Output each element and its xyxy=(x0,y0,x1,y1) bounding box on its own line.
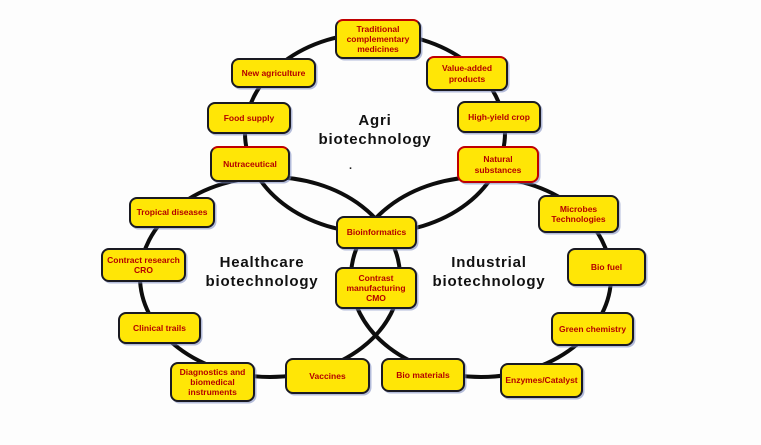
node-clinical-trails: Clinical trails xyxy=(118,312,201,344)
agri-label-period-dot: . xyxy=(349,160,353,172)
node-new-agriculture: New agriculture xyxy=(231,58,316,88)
node-green-chemistry: Green chemistry xyxy=(551,312,634,346)
node-tropical-diseases: Tropical diseases xyxy=(129,197,215,228)
healthcare-biotechnology-label: Healthcare biotechnology xyxy=(182,254,342,292)
node-bio-materials: Bio materials xyxy=(381,358,465,392)
node-food-supply: Food supply xyxy=(207,102,291,134)
industrial-label-line1: Industrial xyxy=(451,254,527,271)
node-bio-fuel: Bio fuel xyxy=(567,248,646,286)
node-bioinformatics: Bioinformatics xyxy=(336,216,417,249)
healthcare-label-line2: biotechnology xyxy=(205,272,319,290)
node-enzymes-catalyst: Enzymes/Catalyst xyxy=(500,363,583,398)
industrial-biotechnology-label: Industrial biotechnology xyxy=(409,254,569,292)
node-nutraceutical: Nutraceutical xyxy=(210,146,290,182)
node-contrast-manufacturing-cmo: Contrast manufacturing CMO xyxy=(335,267,417,309)
node-contract-research-cro: Contract research CRO xyxy=(101,248,186,282)
node-microbes-technologies: Microbes Technologies xyxy=(538,195,619,233)
node-vaccines: Vaccines xyxy=(285,358,370,394)
agri-label-line2: biotechnology xyxy=(318,130,432,148)
node-natural-substances: Natural substances xyxy=(457,146,539,183)
agri-label-line1: Agri xyxy=(358,112,392,129)
industrial-label-line2: biotechnology xyxy=(432,272,546,290)
healthcare-label-line1: Healthcare xyxy=(219,254,305,271)
node-high-yield-crop: High-yield crop xyxy=(457,101,541,133)
agri-biotechnology-label: Agri biotechnology xyxy=(295,112,455,150)
node-traditional-complementary-medicines: Traditional complementary medicines xyxy=(335,19,421,59)
node-diagnostics-biomedical-instruments: Diagnostics and biomedical instruments xyxy=(170,362,255,402)
node-value-added-products: Value-added products xyxy=(426,56,508,91)
